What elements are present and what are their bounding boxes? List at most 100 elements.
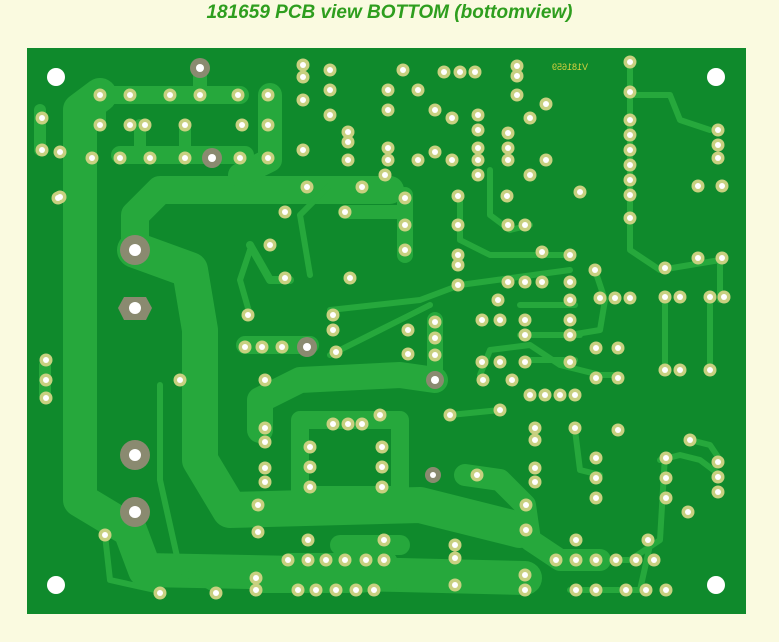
pad-hole [662,294,668,300]
pad-hole [522,572,528,578]
mount-hole [707,68,725,86]
pad-hole [475,172,481,178]
pad-hole [707,294,713,300]
pad-hole [567,317,573,323]
pad-hole [39,115,45,121]
pad-hole [449,157,455,163]
pad-hole [305,537,311,543]
pad-hole [313,587,319,593]
pad-hole [627,117,633,123]
pad-hole [432,319,438,325]
pad-hole [615,375,621,381]
pad-hole [379,484,385,490]
pad-hole [43,395,49,401]
pad-hole [479,317,485,323]
pad-hole [677,294,683,300]
pad-hole [627,215,633,221]
pad-hole [543,101,549,107]
pad-hole [505,279,511,285]
pad-hole [304,184,310,190]
pad-hole [127,92,133,98]
pad-hole [259,344,265,350]
pad-hole [475,157,481,163]
pad-hole [615,427,621,433]
pad-hole [475,145,481,151]
pcb-canvas: V181659 [0,26,779,642]
pad-hole [345,139,351,145]
pad-hole [567,252,573,258]
pad-hole [307,484,313,490]
pad-hole [253,587,259,593]
pad-hole [662,367,668,373]
pad-hole [572,425,578,431]
pad-hole [402,222,408,228]
pad-hole [505,145,511,151]
pad-hole [455,262,461,268]
pad-hole [532,479,538,485]
pad-hole [43,377,49,383]
pad-hole [623,587,629,593]
pad-hole [522,279,528,285]
pad-hole [327,67,333,73]
pad-hole [613,557,619,563]
pad-hole [262,425,268,431]
pad-hole [695,183,701,189]
pad-hole [715,474,721,480]
pad-hole [593,557,599,563]
pad-hole [282,275,288,281]
pad-hole [265,155,271,161]
pad-hole [497,407,503,413]
pad-hole [415,157,421,163]
pad-hole [295,587,301,593]
pad-hole [385,145,391,151]
pad-hole [197,92,203,98]
pad-hole [592,267,598,273]
pad-hole [495,297,501,303]
pad-hole [627,59,633,65]
pad-hole [497,359,503,365]
pad-hole [405,351,411,357]
pad-hole [307,464,313,470]
pad-hole [213,590,219,596]
pad-hole [505,157,511,163]
pad-hole [522,317,528,323]
pad-hole [504,193,510,199]
pad-hole [597,295,603,301]
pad-hole [347,275,353,281]
pad-hole [645,537,651,543]
pad-hole [265,92,271,98]
pad-hole [532,465,538,471]
pad-hole [262,377,268,383]
pad-hole [527,392,533,398]
pad-hole [539,279,545,285]
pad-hole [475,112,481,118]
pad-hole [721,294,727,300]
pad-hole [707,367,713,373]
pad-hole [441,69,447,75]
pad-hole [627,295,633,301]
pad-hole [43,357,49,363]
pad-hole [97,92,103,98]
pad-hole [522,222,528,228]
pad-hole [523,527,529,533]
pad-hole [527,172,533,178]
pad-hole [522,359,528,365]
pad-hole [242,344,248,350]
mount-hole [47,68,65,86]
pad-hole [402,247,408,253]
pad-hole [262,465,268,471]
pad-hole [522,587,528,593]
pad-hole [359,184,365,190]
pad-hole [695,255,701,261]
pcb-board: V181659 [27,48,746,614]
pad-hole [333,587,339,593]
pad-hole [573,537,579,543]
pad-hole [265,122,271,128]
pad-hole [627,192,633,198]
pad-hole [719,183,725,189]
pad-hole [333,349,339,355]
pad-hole [719,255,725,261]
pad-hole [567,332,573,338]
pad-hole [345,421,351,427]
pad-hole [573,587,579,593]
